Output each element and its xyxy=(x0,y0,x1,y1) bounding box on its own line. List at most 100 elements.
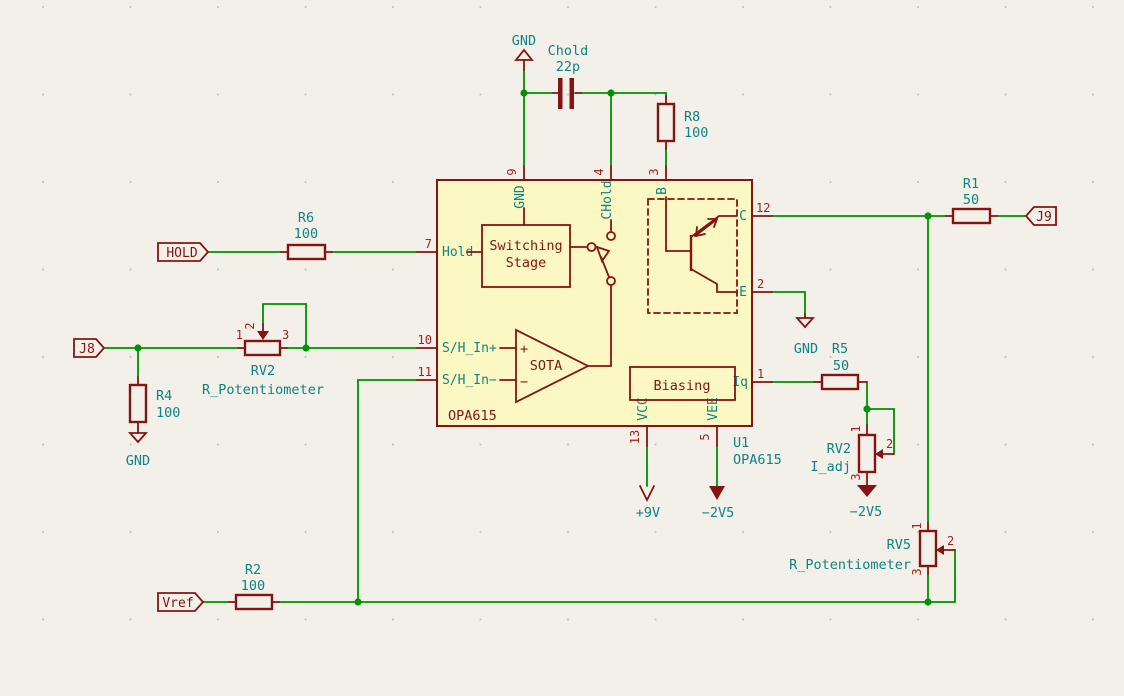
rv2-input-ref[interactable]: RV2 xyxy=(251,363,275,379)
r5-value[interactable]: 50 xyxy=(833,358,849,374)
resistor-r6[interactable]: R6 100 xyxy=(280,210,333,261)
power-gnd-e[interactable]: GND xyxy=(794,313,818,357)
rv2-iadj-ref[interactable]: RV2 xyxy=(827,441,851,457)
r4-value[interactable]: 100 xyxy=(156,405,180,421)
r2-value[interactable]: 100 xyxy=(241,578,265,594)
r1-ref[interactable]: R1 xyxy=(963,176,979,192)
wiper-arrow-icon xyxy=(257,331,269,340)
pin2-number: 2 xyxy=(757,277,764,291)
resistor-r1[interactable]: R1 50 xyxy=(945,176,998,225)
filled-arrow-down-icon xyxy=(709,486,725,500)
pin13-number: 13 xyxy=(628,430,642,444)
rv2-input-value[interactable]: R_Potentiometer xyxy=(202,382,324,398)
r2-ref[interactable]: R2 xyxy=(245,562,261,578)
switching-text-1: Switching xyxy=(489,238,562,254)
r8-value[interactable]: 100 xyxy=(684,125,708,141)
pin5-number: 5 xyxy=(698,433,712,440)
minus2v5-vee-label: −2V5 xyxy=(702,505,735,521)
pin1-name: Iq xyxy=(732,375,748,390)
global-label-vref[interactable]: Vref xyxy=(157,592,205,612)
potentiometer-rv2-input[interactable]: 1 3 2 RV2 R_Potentiometer xyxy=(202,322,324,398)
open-arrow-down-icon xyxy=(639,485,655,503)
r1-value[interactable]: 50 xyxy=(963,192,979,208)
rv2-iadj-pin2: 2 xyxy=(886,437,893,451)
wiper-arrow-icon xyxy=(875,449,883,459)
rv2-iadj-pin1: 1 xyxy=(849,425,863,432)
pin13-name: VCC xyxy=(636,397,651,420)
rv5-pin1: 1 xyxy=(910,522,924,529)
r6-ref[interactable]: R6 xyxy=(298,210,314,226)
capacitor-chold[interactable]: Chold 22p xyxy=(548,43,589,109)
wire-iadj-wiper-loop xyxy=(866,408,895,455)
rv5-pin2: 2 xyxy=(947,534,954,548)
pin11-name: S/H_In− xyxy=(442,373,497,388)
u1-value[interactable]: OPA615 xyxy=(733,452,782,468)
vref-label-text: Vref xyxy=(162,596,193,611)
rv5-pin3: 3 xyxy=(910,568,924,575)
power-minus2v5-iadj[interactable]: −2V5 xyxy=(850,471,883,520)
sota-amplifier: + − SOTA xyxy=(499,284,612,404)
switching-text-2: Stage xyxy=(506,255,547,271)
r4-ref[interactable]: R4 xyxy=(156,388,172,404)
resistor-r5[interactable]: R5 50 xyxy=(813,341,868,391)
pin4-name: CHold xyxy=(600,180,615,219)
global-label-j8[interactable]: J8 xyxy=(73,338,106,358)
j8-label-text: J8 xyxy=(79,342,95,357)
biasing-block: Biasing xyxy=(629,366,736,401)
pin3-number: 3 xyxy=(647,168,661,175)
u1-ref[interactable]: U1 xyxy=(733,435,749,451)
r5-ref[interactable]: R5 xyxy=(832,341,848,357)
pin3-name: B xyxy=(655,187,670,195)
resistor-r4[interactable]: R4 100 xyxy=(128,376,180,430)
hold-label-text: HOLD xyxy=(166,246,197,261)
global-label-j9[interactable]: J9 xyxy=(1024,206,1057,226)
gnd-top-label: GND xyxy=(512,33,536,49)
pin10-number: 10 xyxy=(418,333,432,347)
biasing-text: Biasing xyxy=(654,378,711,394)
wire-rv2-wiper-loop xyxy=(262,303,307,349)
filled-arrow-down-icon xyxy=(857,485,877,497)
pin9-number: 9 xyxy=(505,168,519,175)
gnd-r4-label: GND xyxy=(126,453,150,469)
potentiometer-rv5[interactable]: 1 2 3 RV5 R_Potentiometer xyxy=(789,522,956,576)
rv2-input-pin2: 2 xyxy=(243,322,257,329)
pin4-number: 4 xyxy=(592,168,606,175)
wire-pin11-down xyxy=(357,379,418,603)
pin1-number: 1 xyxy=(757,367,764,381)
rv2-input-pin1: 1 xyxy=(236,328,243,342)
pin9-name: GND xyxy=(513,185,528,209)
rv5-ref[interactable]: RV5 xyxy=(887,537,911,553)
resistor-r2[interactable]: R2 100 xyxy=(228,562,280,611)
power-minus2v5-vee[interactable]: −2V5 xyxy=(702,486,735,521)
resistor-r8[interactable]: R8 100 xyxy=(656,95,708,150)
chold-value[interactable]: 22p xyxy=(556,59,580,75)
r8-ref[interactable]: R8 xyxy=(684,109,700,125)
ic-u1-opa615[interactable]: 9 4 3 7 10 11 12 2 1 13 5 GND CHold B Ho… xyxy=(416,165,773,447)
rv5-value[interactable]: R_Potentiometer xyxy=(789,557,911,573)
junction-dots xyxy=(134,89,932,606)
sota-plus: + xyxy=(520,341,528,357)
pin7-name: Hold xyxy=(442,245,473,260)
chold-ref[interactable]: Chold xyxy=(548,43,589,59)
pin7-number: 7 xyxy=(425,237,432,251)
switching-stage-block: Switching Stage xyxy=(466,207,571,288)
power-plus9v[interactable]: +9V xyxy=(636,485,660,521)
power-gnd-r4[interactable]: GND xyxy=(126,428,150,469)
sota-minus: − xyxy=(520,374,528,390)
ic-inner-name: OPA615 xyxy=(448,408,497,424)
potentiometer-rv2-iadj[interactable]: 1 2 3 RV2 I_adj xyxy=(810,424,895,481)
power-gnd-top[interactable]: GND xyxy=(512,33,536,71)
global-label-hold[interactable]: HOLD xyxy=(157,242,210,262)
ic-pin-numbers: 9 4 3 7 10 11 12 2 1 13 5 xyxy=(418,168,771,444)
r6-value[interactable]: 100 xyxy=(294,226,318,242)
minus2v5-iadj-label: −2V5 xyxy=(850,504,883,520)
pin10-name: S/H_In+ xyxy=(442,341,497,356)
rv2-input-pin3: 3 xyxy=(282,328,289,342)
ic-pin-names: GND CHold B Hold S/H_In+ S/H_In− C E Iq … xyxy=(442,180,748,420)
ic-pin-stubs xyxy=(416,165,773,447)
pin5-name: VEE xyxy=(706,397,721,420)
wire-pin2-to-gnd xyxy=(771,291,806,315)
rv2-iadj-value[interactable]: I_adj xyxy=(810,459,851,475)
pin2-name: E xyxy=(739,285,747,300)
